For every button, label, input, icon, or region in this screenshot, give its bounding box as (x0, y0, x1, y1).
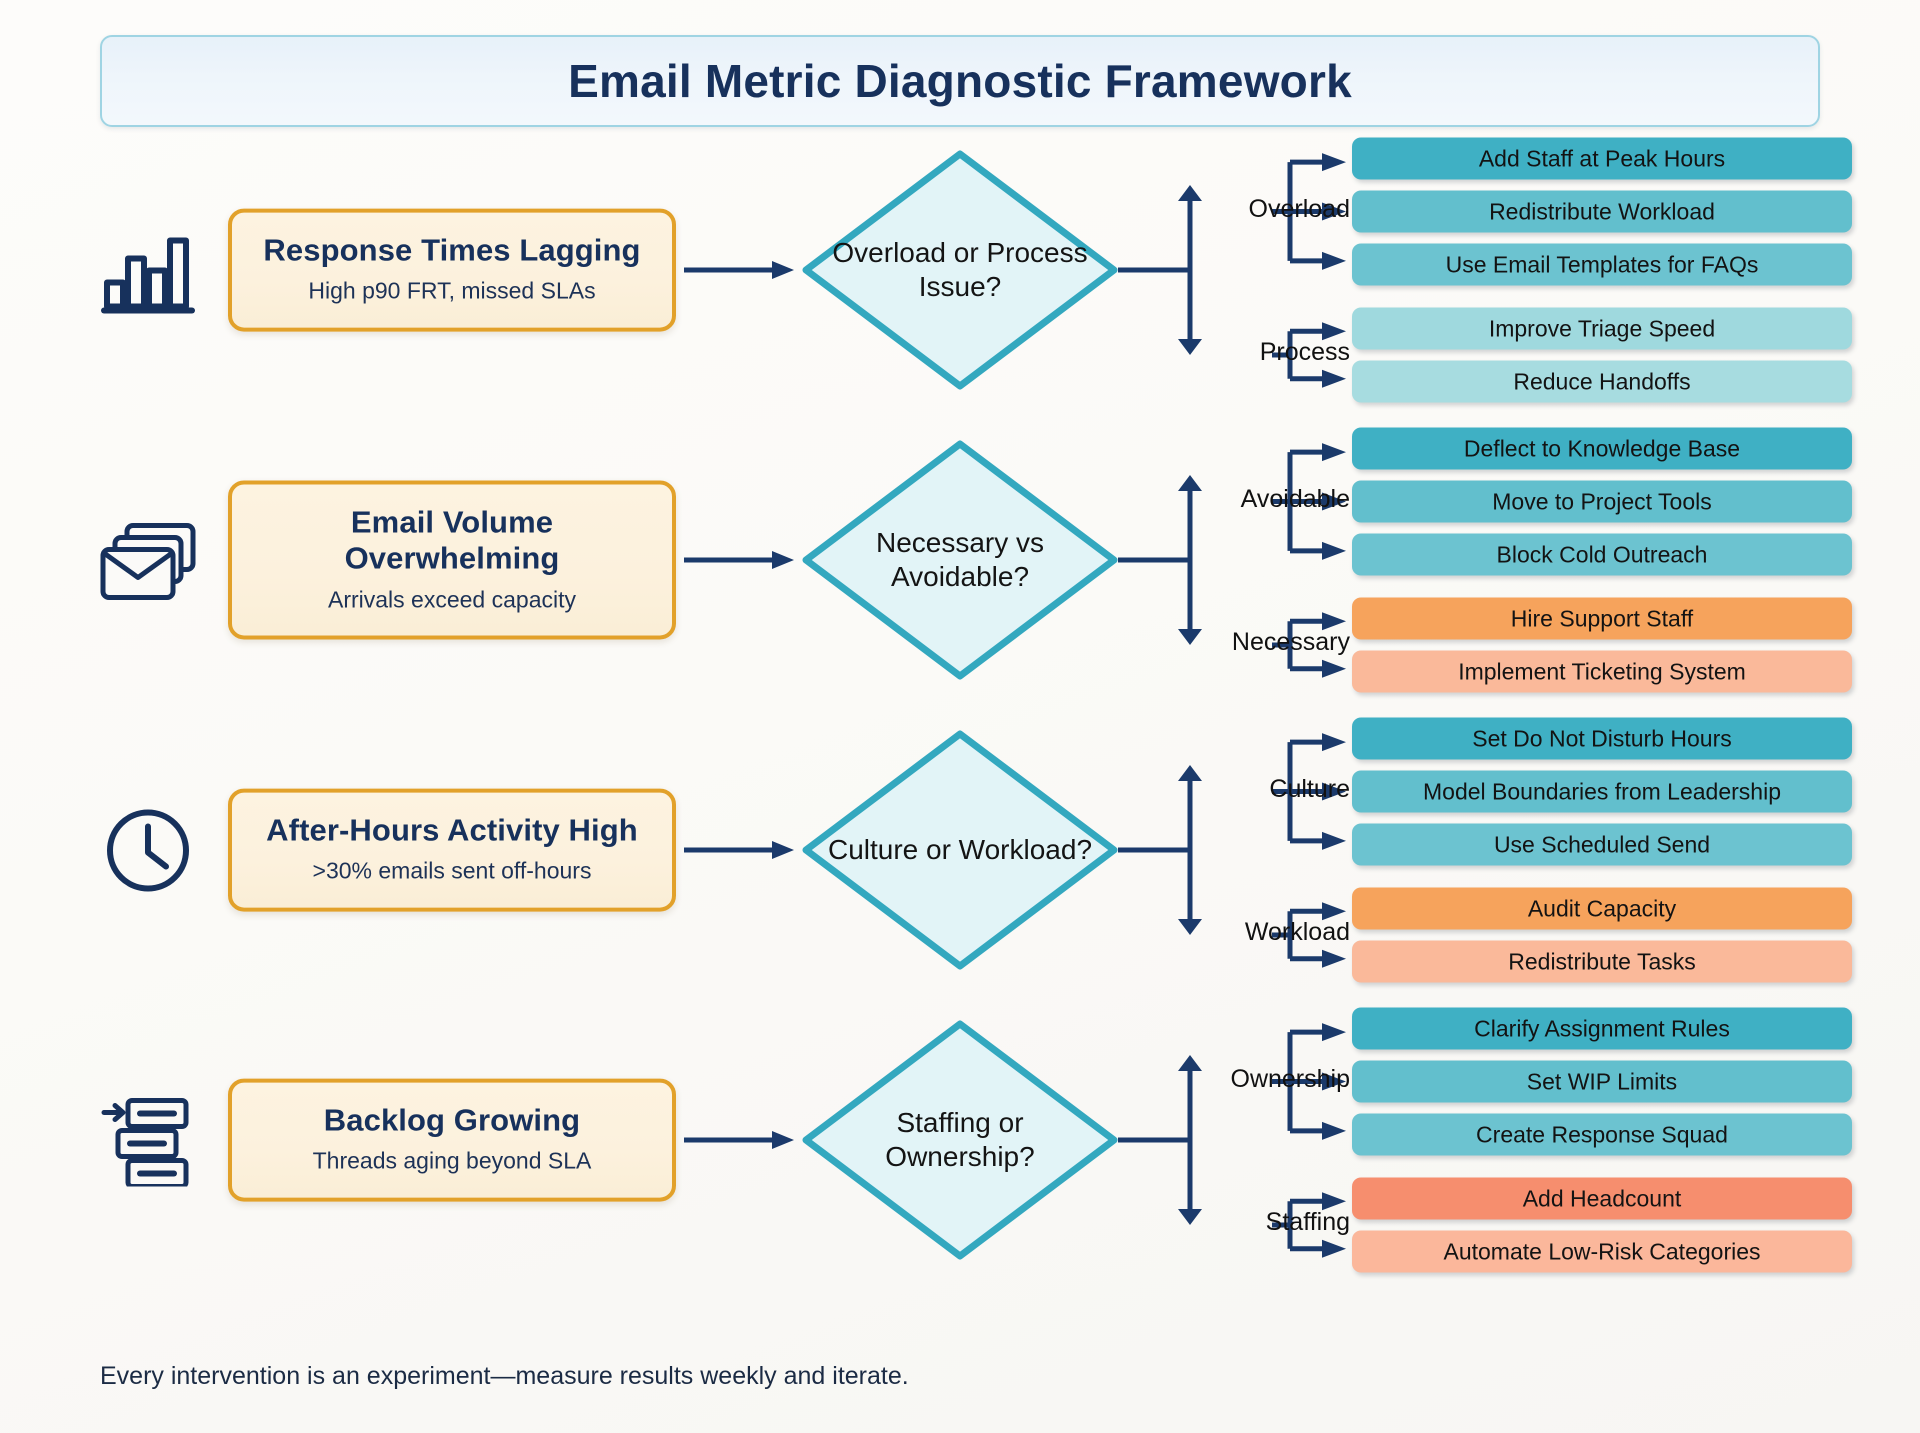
footer-note: Every intervention is an experiment—meas… (100, 1362, 909, 1390)
decision-diamond[interactable]: Overload or Process Issue? (800, 148, 1120, 392)
problem-subtitle: Arrivals exceed capacity (328, 585, 576, 612)
decision-label: Overload or Process Issue? (832, 236, 1088, 302)
flow-arrow-icon (684, 549, 794, 571)
branch-label-primary: Overload (1248, 194, 1350, 223)
action-box[interactable]: Automate Low-Risk Categories (1352, 1230, 1852, 1273)
problem-title: After-Hours Activity High (266, 812, 638, 848)
problem-subtitle: High p90 FRT, missed SLAs (308, 277, 596, 304)
branch-label-primary: Avoidable (1240, 484, 1350, 513)
action-box[interactable]: Set Do Not Disturb Hours (1352, 717, 1852, 760)
decision-diamond[interactable]: Staffing or Ownership? (800, 1018, 1120, 1262)
decision-label: Staffing or Ownership? (885, 1106, 1035, 1172)
diagnostic-row: After-Hours Activity High >30% emails sen… (0, 717, 1920, 983)
branch-label-secondary: Necessary (1231, 628, 1350, 656)
branch-label-primary: Ownership (1230, 1064, 1351, 1093)
action-box[interactable]: Use Scheduled Send (1352, 823, 1852, 866)
bar-chart-icon (95, 218, 200, 323)
action-box[interactable]: Redistribute Workload (1352, 190, 1852, 233)
problem-title: Response Times Lagging (263, 232, 641, 268)
action-box[interactable]: Add Headcount (1352, 1177, 1852, 1220)
backlog-queue-icon (95, 1088, 200, 1193)
action-box[interactable]: Create Response Squad (1352, 1113, 1852, 1156)
problem-card[interactable]: After-Hours Activity High >30% emails sen… (228, 788, 676, 912)
email-stack-icon (95, 508, 200, 613)
clock-icon (95, 798, 200, 903)
problem-subtitle: >30% emails sent off-hours (312, 857, 592, 884)
decision-diamond[interactable]: Necessary vs Avoidable? (800, 438, 1120, 682)
branch-label-secondary: Process (1259, 338, 1350, 366)
action-box[interactable]: Set WIP Limits (1352, 1060, 1852, 1103)
branch-label-primary: Culture (1269, 774, 1350, 803)
title-banner: Email Metric Diagnostic Framework (100, 35, 1820, 127)
action-box[interactable]: Redistribute Tasks (1352, 940, 1852, 983)
problem-title: Backlog Growing (323, 1102, 581, 1138)
action-box[interactable]: Model Boundaries from Leadership (1352, 770, 1852, 813)
action-box[interactable]: Use Email Templates for FAQs (1352, 243, 1852, 286)
problem-subtitle: Threads aging beyond SLA (312, 1147, 592, 1174)
flow-arrow-icon (684, 1129, 794, 1151)
flow-arrow-icon (684, 259, 794, 281)
problem-title: Email Volume Overwhelming (344, 504, 560, 576)
action-box[interactable]: Reduce Handoffs (1352, 360, 1852, 403)
action-box[interactable]: Improve Triage Speed (1352, 307, 1852, 350)
action-box[interactable]: Block Cold Outreach (1352, 533, 1852, 576)
action-box[interactable]: Move to Project Tools (1352, 480, 1852, 523)
action-box[interactable]: Add Staff at Peak Hours (1352, 137, 1852, 180)
branch-split-connector (1118, 725, 1378, 975)
action-box[interactable]: Audit Capacity (1352, 887, 1852, 930)
page-title: Email Metric Diagnostic Framework (568, 55, 1352, 107)
decision-label: Culture or Workload? (827, 833, 1093, 865)
branch-label-secondary: Workload (1244, 918, 1350, 946)
branch-label-secondary: Staffing (1265, 1208, 1350, 1236)
action-box[interactable]: Hire Support Staff (1352, 597, 1852, 640)
branch-split-connector (1118, 145, 1378, 395)
decision-diamond[interactable]: Culture or Workload? (800, 728, 1120, 972)
branch-split-connector (1118, 435, 1378, 685)
action-box[interactable]: Clarify Assignment Rules (1352, 1007, 1852, 1050)
action-box[interactable]: Implement Ticketing System (1352, 650, 1852, 693)
branch-split-connector (1118, 1015, 1378, 1265)
flow-arrow-icon (684, 839, 794, 861)
action-box[interactable]: Deflect to Knowledge Base (1352, 427, 1852, 470)
decision-label: Necessary vs Avoidable? (875, 526, 1045, 592)
